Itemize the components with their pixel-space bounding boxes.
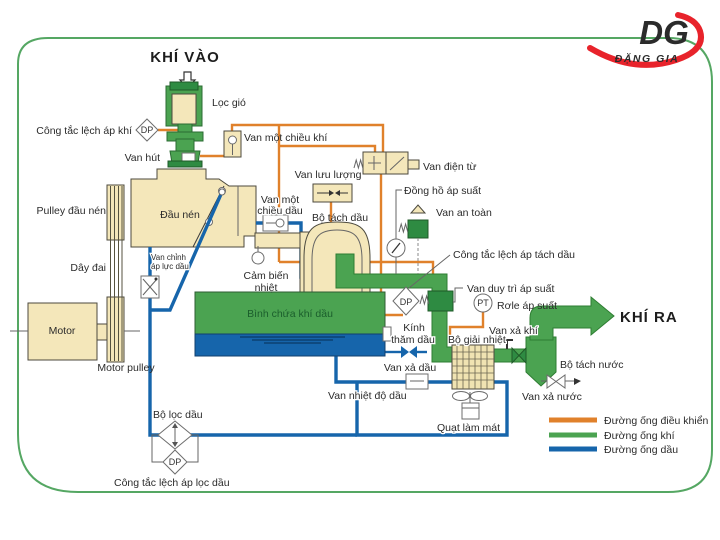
spring-icon [398, 222, 409, 234]
title-air-out: KHÍ RA [620, 309, 678, 326]
label-cooling-fan: Quạt làm mát [437, 422, 500, 434]
label-temp-sensor-1: Cảm biến [244, 270, 289, 282]
motor-pulley-shape [106, 296, 125, 363]
legend-label-air: Đường ống khí [604, 430, 675, 442]
min-pressure-valve [419, 287, 463, 312]
logo-name: ĐẶNG GIA [615, 52, 680, 65]
cooler-fins [452, 345, 494, 389]
label-air-vent-valve: Van xả khí [489, 325, 538, 337]
suction-base-plate [167, 160, 203, 168]
label-pressure-gauge: Đồng hồ áp suất [404, 185, 481, 197]
sight-glass [382, 326, 392, 342]
label-water-separator: Bộ tách nước [560, 359, 624, 371]
label-min-pressure-valve: Van duy trì áp suất [467, 283, 554, 295]
label-oil-drain-valve: Van xả dầu [384, 362, 437, 374]
diagram-frame [17, 37, 713, 493]
title-air-in: KHÍ VÀO [150, 49, 220, 66]
spring-icon [353, 158, 364, 170]
label-oil-filter-dp-switch: Công tắc lệch áp lọc dầu [114, 476, 230, 489]
air-check-valve [223, 130, 242, 158]
spring-icon [419, 294, 430, 306]
label-pressure-relay: Rơle áp suất [497, 300, 557, 312]
solenoid-valve [353, 151, 420, 175]
logo-swoosh [587, 12, 704, 68]
flow-valve [312, 183, 353, 203]
label-separator-dp-switch: Công tắc lệch áp tách dầu [453, 248, 575, 261]
label-air-check-valve: Van một chiều khí [244, 132, 327, 144]
logo-monogram: DG [639, 14, 689, 51]
label-motor: Motor [49, 325, 76, 337]
oil-thermo-valve [405, 373, 429, 390]
legend: Đường ống điều khiển Đường ống khí Đường… [549, 415, 709, 456]
oil-air-cooler [451, 344, 495, 390]
label-compressor: Đầu nén [160, 209, 200, 221]
motor-shape [27, 302, 98, 361]
air-filter-element [171, 93, 197, 125]
air-intake-stack [165, 71, 204, 168]
air-out-arrow [529, 295, 615, 341]
air-vent-valve [501, 339, 513, 349]
legend-label-oil: Đường ống dầu [604, 444, 678, 456]
solenoid-actuator [407, 159, 420, 170]
label-flow-valve: Van lưu lượng [295, 169, 362, 181]
label-belt: Dây đai [70, 262, 106, 274]
belt-lines [110, 186, 123, 361]
cooling-fan [452, 391, 488, 420]
label-compressor-pulley: Pulley đầu nén [37, 205, 107, 217]
tank-label: Bình chứa khí dầu [247, 308, 333, 320]
temperature-sensor [251, 246, 265, 265]
fan-motor [461, 402, 480, 420]
brand-logo: DG ĐẶNG GIA [587, 12, 704, 68]
legend-label-control: Đường ống điều khiển [604, 415, 709, 427]
oil-filter: DP [151, 420, 199, 475]
label-oil-filter: Bộ lọc dầu [153, 409, 203, 421]
label-water-drain-valve: Van xả nước [522, 391, 582, 403]
oil-line-port [218, 188, 226, 196]
label-air-dp-switch: Công tắc lệch áp khí [36, 124, 132, 137]
motor-shaft [96, 323, 108, 341]
label-air-filter: Lọc gió [212, 97, 246, 109]
label-temp-sensor-2: nhiệt [255, 282, 278, 294]
label-cooler: Bộ giải nhiệt [448, 334, 506, 346]
dp-badge-separator: DP [400, 297, 413, 307]
label-solenoid-valve: Van điện từ [423, 161, 477, 173]
oil-air-tank: Bình chứa khí dầu [194, 291, 392, 357]
compressor-body [130, 168, 257, 248]
oil-check-valve [262, 214, 289, 232]
label-oil-thermo-valve: Van nhiệt độ dầu [328, 390, 407, 402]
air-filter-cap [169, 81, 199, 91]
safety-valve [398, 204, 429, 274]
dp-badge-oil-filter: DP [169, 457, 182, 467]
label-oil-check-valve-1: Van một [261, 194, 299, 206]
inlet-valve-water-separator [511, 346, 527, 365]
dp-switch-air: DP [135, 118, 159, 142]
discharge-connector [254, 232, 303, 249]
tank-air-section [194, 291, 386, 335]
label-oil-reg-valve-1: Van chỉnh [151, 253, 186, 262]
oil-pressure-reg-valve [140, 275, 160, 299]
pt-badge: PT [477, 298, 489, 308]
oil-drain-valve [401, 346, 417, 358]
pressure-relay: PT [473, 293, 493, 313]
pressure-gauge [386, 189, 406, 274]
label-oil-separator: Bộ tách dầu [312, 212, 368, 224]
dp-badge-air: DP [141, 125, 154, 135]
fan-blade-left [452, 391, 470, 401]
compressor-pulley-shape [106, 184, 125, 241]
label-oil-reg-valve-2: áp lực dầu [151, 262, 189, 271]
oil-level-streaks [240, 336, 345, 344]
dp-switch-separator: DP [392, 254, 451, 316]
label-suction-valve: Van hút [125, 152, 160, 164]
label-motor-pulley: Motor pulley [97, 362, 155, 374]
label-oil-check-valve-2: chiều dầu [257, 205, 303, 217]
label-sight-glass-2: thăm dầu [391, 334, 435, 346]
tank-oil-section [194, 333, 386, 357]
fan-blade-right [470, 391, 488, 401]
labels-layer: KHÍ VÀO KHÍ RA Lọc gió Công tắc lệch áp … [36, 49, 678, 489]
air-pipes [335, 253, 615, 387]
label-sight-glass-1: Kính [403, 322, 425, 334]
water-drain-valve [541, 374, 581, 389]
label-safety-valve: Van an toàn [436, 207, 492, 219]
